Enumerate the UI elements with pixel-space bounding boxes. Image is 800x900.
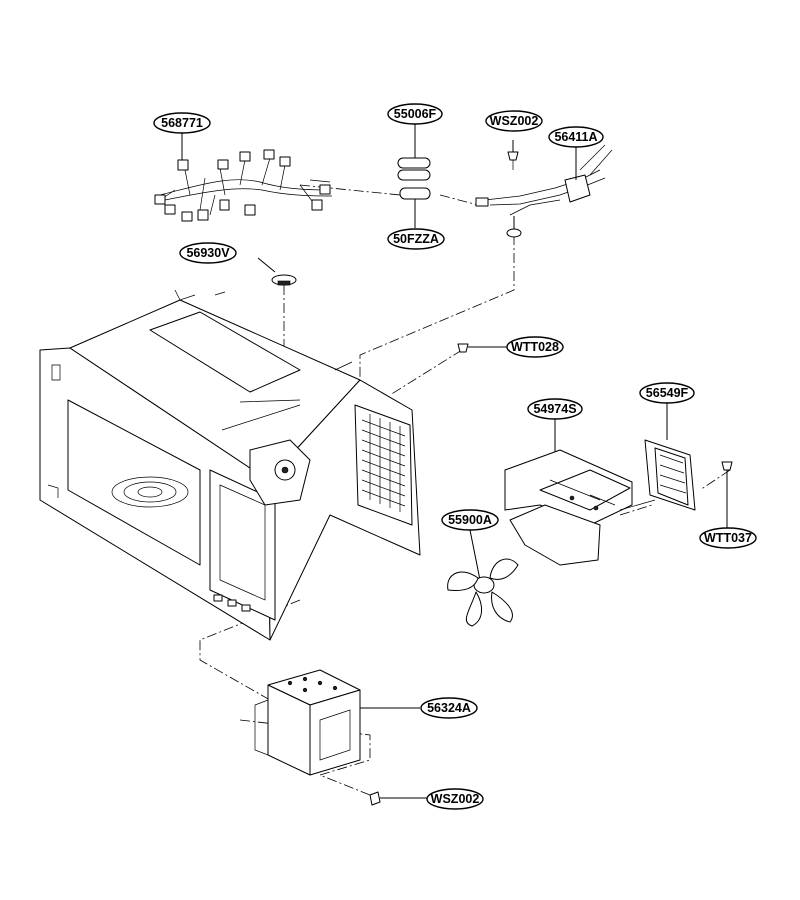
vent-mesh [361,414,406,512]
svg-text:55900A: 55900A [448,513,492,527]
label-568771: 568771 [153,112,211,134]
wire-harness[interactable] [154,149,333,222]
svg-text:WTT028: WTT028 [511,340,559,354]
label-WSZ002-top: WSZ002 [485,110,543,132]
label-55006F: 55006F [387,103,443,125]
svg-text:WTT037: WTT037 [704,531,752,545]
svg-text:56411A: 56411A [554,130,597,144]
svg-text:56930V: 56930V [186,246,230,260]
label-WTT028: WTT028 [506,336,564,358]
label-56549F: 56549F [639,382,695,404]
svg-text:56549F: 56549F [646,386,689,400]
label-leaders [181,124,577,180]
label-56411A: 56411A [548,126,604,148]
svg-text:WSZ002: WSZ002 [431,792,480,806]
fan-blade[interactable] [447,529,519,627]
label-56930V: 56930V [179,242,237,264]
thermostat[interactable] [257,257,297,286]
fan-motor[interactable] [619,402,696,511]
motor-bracket[interactable] [504,418,633,566]
screw-wtt028-part[interactable] [457,343,508,353]
label-50FZZA: 50FZZA [387,228,445,250]
label-WTT037: WTT037 [699,527,757,549]
svg-text:54974S: 54974S [533,402,576,416]
svg-text:55006F: 55006F [394,107,437,121]
svg-text:50FZZA: 50FZZA [393,232,439,246]
screw-wtt037-part[interactable] [721,461,733,528]
label-WSZ002-bottom: WSZ002 [426,788,484,810]
svg-text:56324A: 56324A [427,701,471,715]
oven-chassis [39,289,421,641]
label-55900A: 55900A [441,509,499,531]
power-cord[interactable] [475,144,613,238]
screw-top[interactable] [507,140,519,170]
label-54974S: 54974S [527,398,583,420]
label-56324A: 56324A [420,697,478,719]
svg-text:WSZ002: WSZ002 [490,114,539,128]
fuse-55006F[interactable] [397,157,431,181]
screw-bottom[interactable] [369,791,428,806]
magnetron[interactable] [254,669,420,776]
fuse-50FZZA[interactable] [399,187,431,228]
svg-text:568771: 568771 [161,116,203,130]
